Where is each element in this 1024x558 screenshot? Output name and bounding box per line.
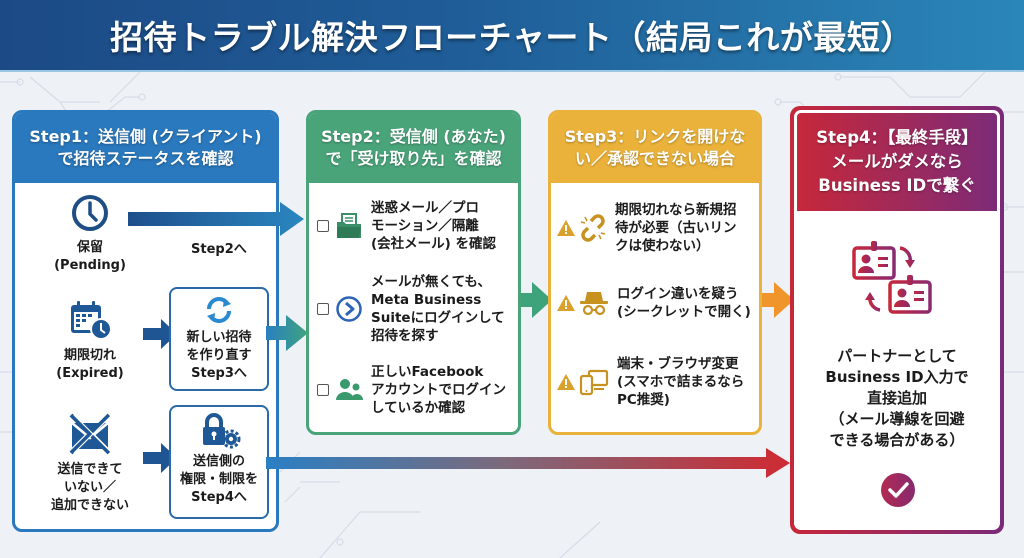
step4-header-line3: Business IDで繋ぐ bbox=[818, 176, 976, 195]
expired-arrow bbox=[143, 319, 177, 349]
warning-icon bbox=[557, 295, 575, 311]
not-sent-label-line1: 送信できて bbox=[57, 462, 123, 477]
not-sent-label-line2: いない／ bbox=[63, 480, 116, 495]
step2-item-text: 正しいFacebook アカウントでログイン しているか確認 bbox=[371, 364, 506, 416]
permissions-line2: 権限・制限を bbox=[179, 472, 258, 487]
step1-card: Step1：送信側 (クライアント) で招待ステータスを確認 保留 (Pendi… bbox=[12, 110, 279, 532]
step1-to-step4-arrow bbox=[266, 448, 790, 478]
recreate-line2: を作り直す bbox=[186, 348, 252, 363]
refresh-icon bbox=[207, 297, 231, 323]
step2-arrow-label: Step2へ bbox=[191, 242, 247, 257]
permissions-line1: 送信側の bbox=[192, 454, 245, 469]
step3-header: Step3：リンクを開けな い／承認できない場合 bbox=[551, 113, 759, 183]
incognito-icon bbox=[580, 292, 608, 316]
step4-card: Step4：【最終手段】 メールがダメなら Business IDで繋ぐ bbox=[790, 106, 1004, 534]
step3-item-login-mismatch: ログイン違いを疑う (シークレットで開く) bbox=[557, 285, 751, 321]
step3-card: Step3：リンクを開けな い／承認できない場合 期限切れなら新規招 待が必要（… bbox=[548, 110, 762, 435]
step2-header-line2: で「受け取り先」を確認 bbox=[325, 149, 502, 168]
step1-header: Step1：送信側 (クライアント) で招待ステータスを確認 bbox=[15, 113, 276, 183]
check-sender-permissions-box: 送信側の 権限・制限を Step4へ bbox=[169, 405, 269, 519]
step3-item-expired-link: 期限切れなら新規招 待が必要（古いリン クは使わない） bbox=[557, 201, 737, 255]
checkbox[interactable] bbox=[317, 303, 329, 315]
step2-to-step3-arrow bbox=[520, 282, 552, 318]
recreate-invite-box: 新しい招待 を作り直す Step3へ bbox=[169, 287, 269, 391]
background-circuit-decor bbox=[0, 72, 1024, 558]
step2-item-meta-business-suite: メールが無くても、 Meta Business Suiteにログインして 招待を… bbox=[317, 273, 505, 345]
step2-item-text: メールが無くても、 Meta Business Suiteにログインして 招待を… bbox=[371, 274, 505, 344]
title-bar: 招待トラブル解決フローチャート（結局これが最短） bbox=[0, 0, 1024, 72]
step2-header-line1: Step2：受信側 (あなた) bbox=[321, 127, 506, 146]
calendar-clock-icon bbox=[71, 301, 112, 340]
step4-header-line2: メールがダメなら bbox=[831, 152, 963, 171]
users-icon bbox=[336, 379, 363, 400]
step4-body: パートナーとして Business ID入力で 直接追加 （メール導線を回避 で… bbox=[825, 347, 969, 449]
devices-icon bbox=[579, 369, 609, 396]
lock-gear-icon bbox=[203, 413, 241, 449]
permissions-line3: Step4へ bbox=[191, 490, 247, 505]
pending-label: 保留 bbox=[76, 240, 103, 255]
warning-icon bbox=[557, 220, 575, 236]
step2-item-text: 迷惑メール／プロ モーション／隔離 (会社メール) を確認 bbox=[371, 200, 497, 252]
expired-to-step2-arrow bbox=[266, 315, 308, 351]
page-title: 招待トラブル解決フローチャート（結局これが最短） bbox=[110, 18, 914, 57]
checkbox[interactable] bbox=[317, 220, 329, 232]
recreate-line1: 新しい招待 bbox=[186, 330, 252, 345]
step2-item-correct-account: 正しいFacebook アカウントでログイン しているか確認 bbox=[317, 363, 506, 417]
step1-header-line2: で招待ステータスを確認 bbox=[57, 149, 234, 168]
crossed-mail-icon bbox=[69, 413, 112, 455]
recreate-line3: Step3へ bbox=[191, 366, 247, 381]
step4-header: Step4：【最終手段】 メールがダメなら Business IDで繋ぐ bbox=[797, 113, 997, 211]
step3-header-line2: い／承認できない場合 bbox=[574, 149, 735, 168]
status-expired: 期限切れ (Expired) bbox=[35, 299, 145, 383]
status-not-sent: 送信できて いない／ 追加できない bbox=[30, 413, 150, 515]
step3-header-line1: Step3：リンクを開けな bbox=[564, 127, 746, 146]
broken-link-icon bbox=[580, 214, 606, 242]
not-sent-arrow bbox=[143, 443, 177, 473]
pending-sublabel: (Pending) bbox=[54, 258, 126, 273]
step3-item-text: ログイン違いを疑う (シークレットで開く) bbox=[617, 286, 751, 320]
checkbox[interactable] bbox=[317, 384, 329, 396]
step3-item-text: 期限切れなら新規招 待が必要（古いリン クは使わない） bbox=[615, 202, 737, 254]
step3-item-text: 端末・ブラウザ変更 (スマホで詰まるなら PC推奨) bbox=[617, 356, 745, 408]
step2-header: Step2：受信側 (あなた) で「受け取り先」を確認 bbox=[309, 113, 518, 183]
pending-to-step2-arrow bbox=[128, 202, 304, 236]
id-card-swap-icon bbox=[852, 241, 932, 314]
clock-icon bbox=[72, 195, 108, 231]
step2-item-spam-folder: 迷惑メール／プロ モーション／隔離 (会社メール) を確認 bbox=[317, 199, 496, 253]
expired-sublabel: (Expired) bbox=[56, 366, 124, 381]
not-sent-label-line3: 追加できない bbox=[50, 498, 129, 513]
step3-item-change-device: 端末・ブラウザ変更 (スマホで詰まるなら PC推奨) bbox=[557, 355, 744, 409]
check-circle-icon bbox=[881, 473, 915, 507]
folder-mail-icon bbox=[337, 213, 361, 238]
warning-icon bbox=[557, 374, 575, 390]
step1-header-line1: Step1：送信側 (クライアント) bbox=[29, 127, 262, 146]
expired-label: 期限切れ bbox=[63, 348, 116, 363]
meta-business-suite-icon bbox=[336, 296, 362, 322]
step2-card: Step2：受信側 (あなた) で「受け取り先」を確認 迷惑メール／プロ モーシ… bbox=[306, 110, 521, 435]
status-pending: 保留 (Pending) bbox=[35, 193, 145, 275]
step4-header-line1: Step4：【最終手段】 bbox=[816, 128, 978, 147]
step3-to-step4-arrow bbox=[762, 282, 794, 318]
